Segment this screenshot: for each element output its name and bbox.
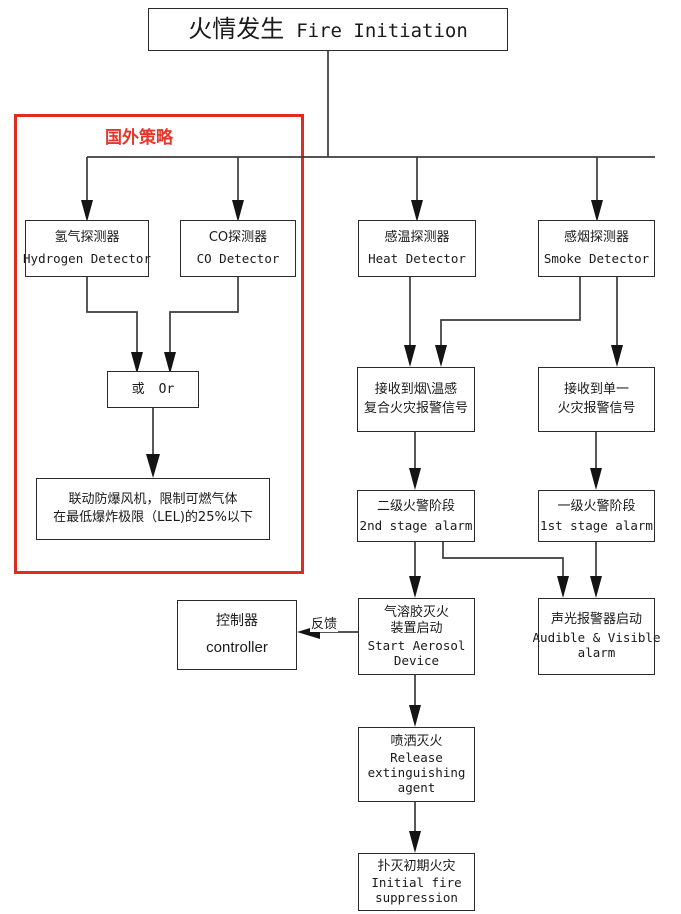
node-explosion-proof-fan-line1: 联动防爆风机，限制可燃气体 [68,492,238,508]
node-aerosol-device-cn2: 装置启动 [390,620,443,636]
wire-release-agent-to-initial-suppression [409,802,421,853]
foreign-strategy-group-label: 国外策略 [105,128,173,148]
node-release-agent-cn: 喷洒灭火 [390,733,443,749]
node-composite-signal-line1: 接收到烟\温感 [374,382,458,398]
node-aerosol-device-en2: Device [393,652,440,668]
wire-composite-signal-to-second-stage [409,432,421,490]
node-fire-initiation-cn: 火情发生 [188,14,285,43]
node-second-stage-alarm-cn: 二级火警阶段 [376,498,455,514]
node-first-stage-alarm-cn: 一级火警阶段 [557,498,636,514]
node-or-gate: 或 Or [107,371,199,408]
node-audible-visible-alarm-en2: alarm [577,645,616,661]
node-hydrogen-detector-cn: 氢气探测器 [54,230,120,246]
node-aerosol-device-en1: Start Aerosol [367,637,466,653]
wire-heat-detector-to-composite-signal [404,277,416,367]
wire-single-signal-to-first-stage [590,432,602,490]
wire-bus-to-smoke-detector [591,157,603,222]
node-explosion-proof-fan: 联动防爆风机，限制可燃气体 在最低爆炸极限（LEL)的25%以下 [36,478,270,540]
node-initial-suppression: 扑灭初期火灾 Initial fire suppression [358,853,475,911]
wire-smoke-detector-to-composite-signal [435,277,581,367]
node-hydrogen-detector: 氢气探测器 Hydrogen Detector [23,220,151,277]
node-composite-signal-line2: 复合火灾报警信号 [363,401,468,416]
node-single-signal-line1: 接收到单一 [563,382,629,398]
node-co-detector-cn: CO探测器 [208,230,268,246]
wire-smoke-detector-to-single-signal [611,277,623,367]
node-smoke-detector: 感烟探测器 Smoke Detector [538,220,655,277]
node-smoke-detector-en: Smoke Detector [543,251,650,267]
foreign-strategy-group-box [14,114,304,574]
node-heat-detector-en: Heat Detector [368,251,466,267]
wire-bus-to-heat-detector [411,157,423,222]
node-release-agent-en3: agent [397,780,436,796]
node-co-detector-en: CO Detector [196,251,280,267]
node-heat-detector: 感温探测器 Heat Detector [358,220,476,277]
wire-second-stage-to-aerosol [409,542,421,598]
node-single-signal-line2: 火灾报警信号 [557,401,636,416]
node-controller: 控制器 controller [177,600,297,670]
node-first-stage-alarm-en: 1st stage alarm [540,517,653,533]
node-smoke-detector-cn: 感烟探测器 [563,230,629,246]
node-heat-detector-cn: 感温探测器 [384,230,450,246]
node-initial-suppression-en1: Initial fire [371,874,462,890]
node-initial-suppression-en2: suppression [375,889,458,905]
node-release-agent: 喷洒灭火 Release extinguishing agent [358,727,475,802]
node-hydrogen-detector-en: Hydrogen Detector [23,251,151,267]
node-second-stage-alarm: 二级火警阶段 2nd stage alarm [357,490,475,542]
node-audible-visible-alarm-cn: 声光报警器启动 [550,612,642,628]
node-fire-initiation: 火情发生 Fire Initiation [148,8,508,51]
node-co-detector: CO探测器 CO Detector [180,220,296,277]
node-aerosol-device: 气溶胶灭火 装置启动 Start Aerosol Device [358,598,475,675]
node-audible-visible-alarm-en1: Audible & Visible [532,630,661,646]
node-controller-cn: 控制器 [216,612,258,629]
node-aerosol-device-cn1: 气溶胶灭火 [383,604,449,620]
node-controller-en: controller [206,638,268,656]
wire-first-stage-to-audible-alarm [590,542,602,598]
node-fire-initiation-en: Fire Initiation [296,19,468,42]
feedback-edge-label: 反馈 [310,613,339,632]
node-composite-signal: 接收到烟\温感 复合火灾报警信号 [357,367,475,432]
node-audible-visible-alarm: 声光报警器启动 Audible & Visible alarm [533,598,660,675]
node-release-agent-en2: extinguishing [367,764,466,780]
node-single-signal: 接收到单一 火灾报警信号 [538,367,655,432]
node-explosion-proof-fan-line2: 在最低爆炸极限（LEL)的25%以下 [53,510,253,525]
wire-second-stage-to-audible-alarm [442,542,569,598]
wire-aerosol-to-release-agent [409,675,421,727]
node-or-gate-cn: 或 [131,381,145,397]
node-release-agent-en1: Release [390,749,443,765]
node-initial-suppression-cn: 扑灭初期火灾 [377,858,456,874]
node-second-stage-alarm-en: 2nd stage alarm [359,517,473,533]
node-or-gate-en: Or [158,381,175,397]
node-first-stage-alarm: 一级火警阶段 1st stage alarm [538,490,655,542]
